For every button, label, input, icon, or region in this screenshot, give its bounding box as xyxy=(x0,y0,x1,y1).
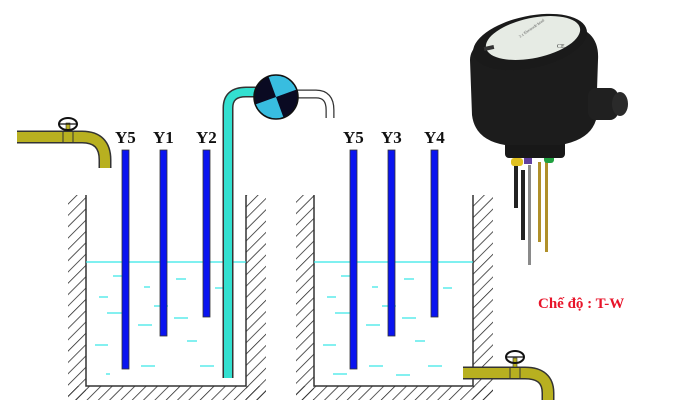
svg-text:CE: CE xyxy=(557,44,565,50)
pump-icon xyxy=(253,74,299,120)
level-sensor-device-image: 3 x Electrode head CE xyxy=(470,13,628,265)
probe-label-left-y2: Y2 xyxy=(196,128,217,147)
probe-label-left-y1: Y1 xyxy=(153,128,174,147)
probe-label-right-y4: Y4 xyxy=(424,128,445,147)
outlet-faucet-icon xyxy=(463,350,555,400)
probe-label-right-y5: Y5 xyxy=(343,128,364,147)
probe-label-right-y3: Y3 xyxy=(381,128,402,147)
probe-label-left-y5: Y5 xyxy=(115,128,136,147)
mode-label: Chế độ : T-W xyxy=(538,296,625,312)
pump-pipe xyxy=(222,86,335,378)
inlet-faucet-icon xyxy=(17,117,112,168)
probes xyxy=(121,149,439,370)
